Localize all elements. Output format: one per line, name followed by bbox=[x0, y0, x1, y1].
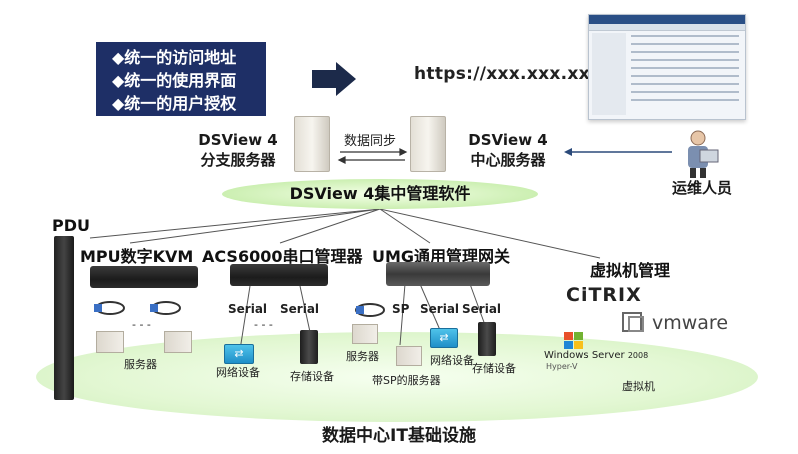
mpu-server-right bbox=[164, 331, 192, 353]
pdu-label: PDU bbox=[52, 216, 90, 235]
umg-storage-icon bbox=[478, 322, 496, 356]
acs-label: ACS6000串口管理器 bbox=[202, 247, 363, 266]
acs-dash: - - - bbox=[254, 318, 273, 331]
umg-server-label: 服务器 bbox=[346, 350, 379, 363]
mpu-label: MPU数字KVM bbox=[80, 247, 194, 266]
line-to-acs bbox=[279, 208, 381, 244]
acs6000-device bbox=[230, 264, 328, 286]
features-box: ◆统一的访问地址 ◆统一的使用界面 ◆统一的用户授权 bbox=[96, 42, 266, 116]
line-to-vm bbox=[379, 208, 601, 259]
windows-server-label: Windows Server 2008 bbox=[544, 350, 649, 361]
web-console-screenshot bbox=[588, 14, 746, 120]
umg-device bbox=[386, 262, 490, 286]
acs-storage-label: 存储设备 bbox=[290, 370, 334, 383]
acs-serial-2: Serial bbox=[280, 302, 320, 316]
line-umg-sp bbox=[399, 283, 406, 346]
feature-item: ◆统一的访问地址 bbox=[112, 48, 237, 67]
umg-sp-server-label: 带SP的服务器 bbox=[372, 374, 441, 387]
umg-network-label: 网络设备 bbox=[430, 354, 474, 367]
big-arrow-shape bbox=[312, 62, 356, 96]
mpu-dash: - - - bbox=[132, 318, 151, 331]
line-to-mpu bbox=[129, 208, 381, 244]
umg-storage-label: 存储设备 bbox=[472, 362, 516, 375]
line-acs-network bbox=[239, 285, 251, 351]
umg-server-icon bbox=[352, 324, 378, 344]
acs-network-icon: ⇄ bbox=[224, 344, 254, 364]
vm-label: 虚拟机 bbox=[622, 380, 655, 393]
kvm-cables-icon bbox=[94, 301, 181, 315]
operator-icon bbox=[688, 130, 719, 178]
acs-serial-1: Serial bbox=[228, 302, 268, 316]
line-to-pdu bbox=[89, 208, 381, 239]
umg-network-icon: ⇄ bbox=[430, 328, 458, 348]
acs-network-label: 网络设备 bbox=[216, 366, 260, 379]
infrastructure-label: 数据中心IT基础设施 bbox=[322, 426, 476, 446]
acs-storage-icon bbox=[300, 330, 318, 364]
line-acs-storage bbox=[299, 285, 311, 333]
mpu-server-left bbox=[96, 331, 124, 353]
vmware-cube-icon bbox=[622, 312, 644, 332]
umg-serial-2: Serial bbox=[462, 302, 502, 316]
line-to-umg bbox=[379, 208, 431, 244]
feature-item: ◆统一的使用界面 bbox=[112, 71, 237, 90]
mpu-server-label: 服务器 bbox=[124, 358, 157, 371]
access-url: https://xxx.xxx.xxx.xxx bbox=[414, 64, 642, 84]
vmware-logo: vmware bbox=[652, 312, 729, 334]
windows-logo-icon bbox=[564, 332, 583, 349]
management-software-ellipse: DSView 4集中管理软件 bbox=[222, 179, 538, 209]
pdu-device bbox=[54, 236, 74, 400]
feature-item: ◆统一的用户授权 bbox=[112, 94, 237, 113]
sync-label: 数据同步 bbox=[344, 134, 397, 149]
umg-kvm-cable-icon bbox=[355, 303, 385, 317]
citrix-logo: CiTRIX bbox=[566, 284, 642, 306]
operator-arrow-head bbox=[564, 148, 572, 156]
operator-label: 运维人员 bbox=[671, 179, 732, 197]
mpu-kvm-device bbox=[90, 266, 198, 288]
hyperv-label: Hyper-V bbox=[546, 362, 578, 371]
branch-server-icon bbox=[294, 116, 330, 172]
umg-sp-label: SP bbox=[392, 302, 410, 316]
central-server-icon bbox=[410, 116, 446, 172]
line-umg-network bbox=[419, 283, 441, 331]
line-umg-storage bbox=[469, 283, 486, 326]
umg-sp-server-icon bbox=[396, 346, 422, 366]
vm-mgmt-label: 虚拟机管理 bbox=[590, 261, 671, 280]
umg-serial-1: Serial bbox=[420, 302, 460, 316]
umg-label: UMG通用管理网关 bbox=[372, 247, 511, 266]
